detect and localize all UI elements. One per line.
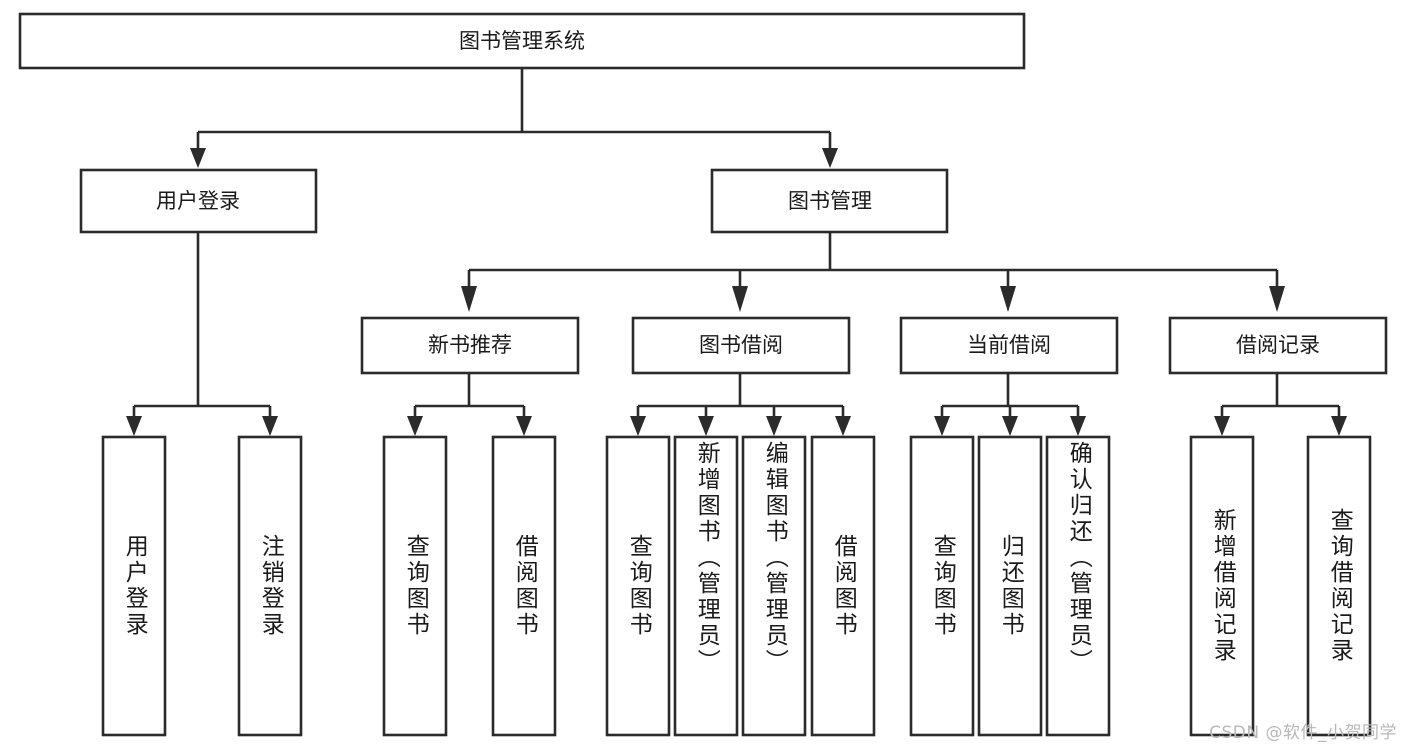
- node-current-borrow[interactable]: [899, 316, 1119, 375]
- arrow-to-leaf-edit-book: [766, 416, 782, 436]
- leaf-box-query-borrow-record[interactable]: [1306, 435, 1372, 737]
- leaf-box-query-book-recommend[interactable]: [382, 435, 448, 737]
- leaf-box-borrow-book[interactable]: [810, 435, 876, 737]
- node-book-management[interactable]: [710, 168, 949, 234]
- leaf-box-borrow-book-recommend[interactable]: [491, 435, 557, 737]
- label-root: 图书管理系统: [459, 29, 585, 53]
- leaf-box-add-book[interactable]: [673, 435, 739, 737]
- arrow-to-leaf-query-book-c: [934, 416, 950, 436]
- watermark-text: CSDN @软件_小贺同学: [1209, 723, 1397, 743]
- leaf-box-logout[interactable]: [237, 435, 303, 737]
- node-user-login[interactable]: [79, 168, 318, 234]
- arrow-to-current-borrow: [1000, 286, 1016, 312]
- arrow-to-leaf-return-book: [1002, 416, 1018, 436]
- label-book-management: 图书管理: [788, 189, 872, 213]
- arrow-to-leaf-add-record: [1214, 416, 1230, 436]
- arrow-to-book-mgmt: [822, 148, 838, 168]
- node-new-book-recommend[interactable]: [360, 316, 580, 375]
- arrow-to-leaf-logout: [262, 416, 278, 436]
- arrow-to-leaf-confirm-return: [1070, 416, 1086, 436]
- node-borrow-record[interactable]: [1168, 316, 1388, 375]
- leaf-box-query-book-current[interactable]: [909, 435, 975, 737]
- leaf-box-user-login[interactable]: [101, 435, 167, 737]
- leaf-box-return-book[interactable]: [977, 435, 1043, 737]
- leaf-box-query-book-borrow[interactable]: [605, 435, 671, 737]
- arrow-to-leaf-query-record: [1331, 416, 1347, 436]
- arrow-to-leaf-query-book-b: [630, 416, 646, 436]
- arrow-to-leaf-query-book-a: [407, 416, 423, 436]
- arrow-to-leaf-add-book: [698, 416, 714, 436]
- connector-layer: [126, 68, 1347, 436]
- leaf-box-add-borrow-record[interactable]: [1189, 435, 1255, 737]
- node-book-borrow[interactable]: [631, 316, 851, 375]
- label-borrow-record: 借阅记录: [1236, 333, 1320, 357]
- arrow-to-leaf-user-login: [126, 416, 142, 436]
- arrow-to-borrow-record: [1269, 286, 1285, 312]
- label-book-borrow: 图书借阅: [699, 333, 783, 357]
- label-current-borrow: 当前借阅: [967, 333, 1051, 357]
- arrow-to-leaf-borrow-book-a: [516, 416, 532, 436]
- leaf-box-edit-book[interactable]: [741, 435, 807, 737]
- label-layer: 图书管理系统 用户登录 图书管理 新书推荐 图书借阅 当前借阅 借阅记录: [156, 29, 1320, 357]
- label-new-book-recommend: 新书推荐: [428, 333, 512, 357]
- arrow-to-book-borrow: [732, 286, 748, 312]
- node-layer: [18, 12, 1388, 737]
- label-user-login: 用户登录: [156, 189, 240, 213]
- arrow-to-new-book-recommend: [461, 286, 477, 312]
- leaf-box-confirm-return[interactable]: [1045, 435, 1111, 737]
- node-root-book-management-system[interactable]: [18, 12, 1026, 70]
- arrow-to-leaf-borrow-book-b: [835, 416, 851, 436]
- arrow-to-user-login: [190, 148, 206, 168]
